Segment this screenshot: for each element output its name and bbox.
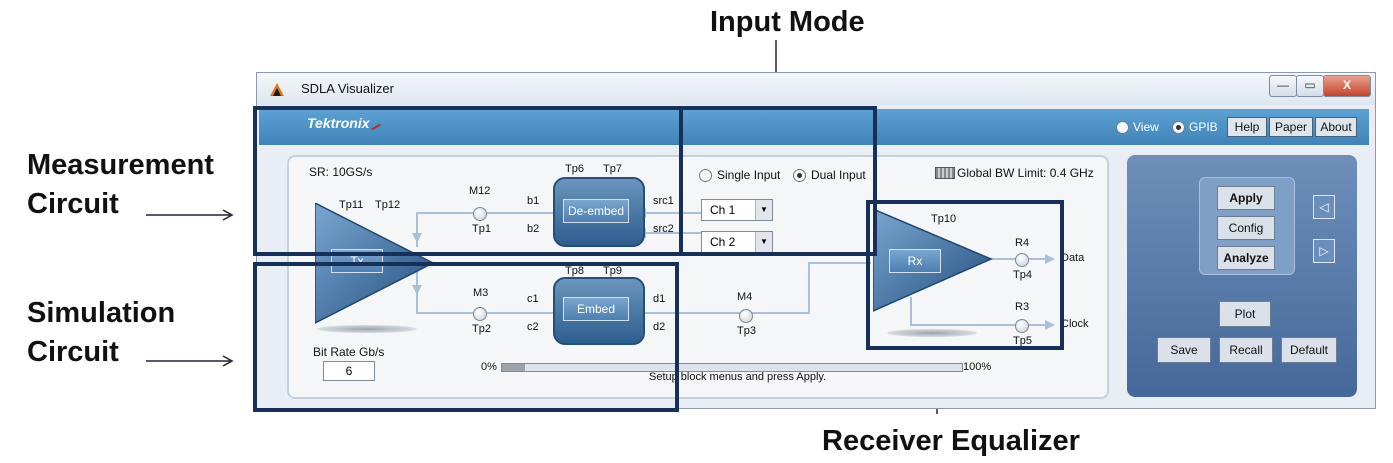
tx-shadow — [317, 325, 417, 333]
callout-input-mode: Input Mode — [710, 6, 865, 38]
data-output: Data — [1061, 252, 1085, 264]
r4-label: R4 — [1015, 237, 1030, 249]
port-b1: b1 — [527, 195, 540, 207]
view-radio[interactable] — [1116, 121, 1129, 134]
r3-label: R3 — [1015, 301, 1030, 313]
prev-arrow-button[interactable]: ◁ — [1313, 195, 1335, 219]
dual-input-radio[interactable] — [793, 169, 806, 182]
close-button[interactable]: X — [1323, 75, 1371, 97]
ch2-value: Ch 2 — [710, 235, 736, 249]
ch1-value: Ch 1 — [710, 203, 736, 217]
port-b2: b2 — [527, 223, 540, 235]
status-text: Setup block menus and press Apply. — [649, 371, 827, 383]
deembed-button[interactable]: De-embed — [563, 199, 629, 223]
about-button[interactable]: About — [1315, 117, 1357, 137]
save-button[interactable]: Save — [1157, 337, 1211, 363]
tp5-label: Tp5 — [1013, 335, 1032, 347]
bit-rate-input[interactable]: 6 — [323, 361, 375, 381]
global-bw-limit: Global BW Limit: 0.4 GHz — [957, 166, 1094, 180]
callout-receiver-equalizer: Receiver Equalizer — [822, 425, 1080, 457]
analyze-button[interactable]: Analyze — [1217, 246, 1275, 270]
paper-button[interactable]: Paper — [1269, 117, 1313, 137]
bit-rate-label: Bit Rate Gb/s — [313, 345, 385, 359]
dual-input-label: Dual Input — [811, 168, 866, 182]
clock-output: Clock — [1061, 318, 1089, 330]
input-mode-box — [679, 106, 877, 256]
gpib-radio[interactable] — [1172, 121, 1185, 134]
progress-bar — [501, 363, 963, 372]
title-bar: SDLA Visualizer — ▭ X — [257, 73, 1375, 105]
progress-end: 100% — [963, 361, 992, 373]
maximize-button[interactable]: ▭ — [1296, 75, 1324, 97]
m3-label: M3 — [473, 287, 489, 299]
rx-shadow — [887, 329, 977, 337]
window-title: SDLA Visualizer — [301, 81, 394, 96]
tp2-label: Tp2 — [472, 323, 491, 335]
m12-label: M12 — [469, 185, 491, 197]
rx-button[interactable]: Rx — [889, 249, 941, 273]
progress-fill — [502, 364, 525, 371]
port-c1: c1 — [527, 293, 539, 305]
callout-simulation-line1: Simulation — [27, 297, 176, 329]
tp10-label: Tp10 — [931, 213, 957, 225]
port-c2: c2 — [527, 321, 539, 333]
callout-simulation-line2: Circuit — [27, 336, 119, 368]
global-bw-icon[interactable] — [935, 167, 955, 179]
sample-rate: SR: 10GS/s — [309, 165, 373, 179]
recall-button[interactable]: Recall — [1219, 337, 1273, 363]
tp7-label: Tp7 — [603, 163, 622, 175]
app-window: SDLA Visualizer — ▭ X Tektronix View GPI… — [256, 72, 1376, 409]
m3-node[interactable] — [473, 307, 487, 321]
port-d2: d2 — [653, 321, 666, 333]
m12-node[interactable] — [473, 207, 487, 221]
progress-start: 0% — [481, 361, 497, 373]
callout-measurement-line2: Circuit — [27, 188, 119, 220]
port-d1: d1 — [653, 293, 666, 305]
tp11-label: Tp11 — [339, 199, 364, 211]
next-arrow-button[interactable]: ▷ — [1313, 239, 1335, 263]
control-panel: Apply Config Analyze ◁ ▷ Plot Save Recal… — [1127, 155, 1357, 397]
view-radio-label: View — [1133, 120, 1159, 134]
minimize-button[interactable]: — — [1269, 75, 1297, 97]
ch2-dropdown[interactable]: Ch 2 ▼ — [701, 231, 773, 253]
r3-node[interactable] — [1015, 319, 1029, 333]
tp1-label: Tp1 — [472, 223, 491, 235]
single-input-label: Single Input — [717, 168, 781, 182]
plot-button[interactable]: Plot — [1219, 301, 1271, 327]
chevron-down-icon: ▼ — [755, 232, 772, 252]
m4-label: M4 — [737, 291, 753, 303]
circuit-panel: SR: 10GS/s Tp11 Tp12 Tx M12 Tp1 M3 Tp2 T… — [287, 155, 1109, 399]
ch1-dropdown[interactable]: Ch 1 ▼ — [701, 199, 773, 221]
tp6-label: Tp6 — [565, 163, 584, 175]
receiver-equalizer-box — [866, 200, 1064, 350]
config-button[interactable]: Config — [1217, 216, 1275, 240]
app-icon — [269, 81, 285, 97]
r4-node[interactable] — [1015, 253, 1029, 267]
tp3-label: Tp3 — [737, 325, 756, 337]
callout-measurement-arrow — [146, 208, 234, 227]
measurement-circuit-box — [253, 106, 683, 256]
callout-simulation-arrow — [146, 354, 234, 373]
m4-node[interactable] — [739, 309, 753, 323]
help-button[interactable]: Help — [1227, 117, 1267, 137]
default-button[interactable]: Default — [1281, 337, 1337, 363]
port-src2: src2 — [653, 223, 674, 235]
tp4-label: Tp4 — [1013, 269, 1032, 281]
port-src1: src1 — [653, 195, 674, 207]
brand-logo: Tektronix — [307, 115, 370, 131]
single-input-radio[interactable] — [699, 169, 712, 182]
apply-button[interactable]: Apply — [1217, 186, 1275, 210]
simulation-circuit-box — [253, 262, 679, 412]
tp9-label: Tp9 — [603, 265, 622, 277]
chevron-down-icon: ▼ — [755, 200, 772, 220]
tp12-label: Tp12 — [375, 199, 401, 211]
tp8-label: Tp8 — [565, 265, 584, 277]
callout-measurement-line1: Measurement — [27, 149, 214, 181]
embed-button[interactable]: Embed — [563, 297, 629, 321]
gpib-radio-label: GPIB — [1189, 120, 1218, 134]
banner: Tektronix View GPIB Help Paper About — [259, 109, 1369, 145]
